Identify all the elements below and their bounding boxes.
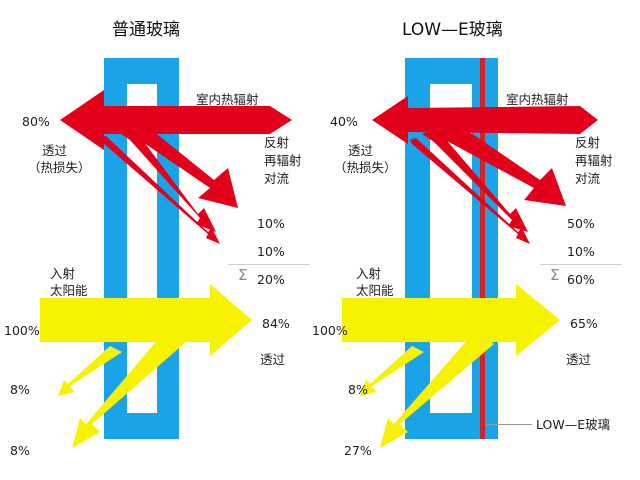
low-e-convection-arrow — [410, 138, 530, 244]
ordinary-sum-value: 20% — [257, 272, 285, 287]
ordinary-solar-reflect-arrow-1 — [58, 346, 122, 396]
low-e-solar-transmit-value: 65% — [570, 316, 598, 331]
low-e-solar-in-value: 100% — [312, 323, 348, 338]
ordinary-sum-symbol: Σ — [238, 266, 248, 284]
ordinary-solar-reflect-arrow-2 — [72, 330, 186, 448]
ordinary-solar-reflect-value-1: 8% — [10, 382, 30, 397]
ordinary-heat-transmit-arrow — [60, 90, 292, 150]
low-e-reradiate-value: 10% — [567, 244, 595, 259]
low-e-reflect-arrow — [414, 112, 566, 206]
ordinary-reflect-arrow — [110, 114, 238, 208]
ordinary-sum-divider — [228, 264, 310, 265]
ordinary-solar-reflect-value-2: 8% — [10, 443, 30, 458]
low-e-coating-label: LOW—E玻璃 — [536, 417, 611, 432]
low-e-sum-divider — [540, 264, 622, 265]
low-e-reflect-value: 50% — [567, 216, 595, 231]
low-e-glass-title: LOW—E玻璃 — [402, 20, 503, 40]
low-e-solar-reflect-value-2: 27% — [344, 443, 372, 458]
low-e-sum-value: 60% — [567, 272, 595, 287]
low-e-reradiate-label: 再辐射 — [575, 153, 613, 168]
ordinary-solar-label-1: 入射 — [50, 266, 76, 281]
low-e-heat-loss-label: （热损失） — [334, 160, 397, 175]
ordinary-heat-loss-label: （热损失） — [28, 160, 91, 175]
low-e-reflect-label: 反射 — [575, 135, 601, 150]
low-e-solar-reflect-arrow-2 — [380, 330, 494, 448]
low-e-indoor-radiation-label: 室内热辐射 — [506, 92, 569, 107]
ordinary-solar-transmit-value: 84% — [262, 316, 290, 331]
ordinary-heat-transmit-value: 80% — [22, 114, 50, 129]
low-e-solar-reflect-value-1: 8% — [348, 382, 368, 397]
ordinary-reflect-label: 反射 — [264, 135, 290, 150]
ordinary-reradiate-value: 10% — [257, 244, 285, 259]
ordinary-glass-panel — [40, 58, 292, 448]
low-e-transmit-label: 透过 — [566, 352, 592, 367]
low-e-solar-main-arrow — [342, 284, 560, 356]
ordinary-transmit-loss-label: 透过 — [42, 143, 68, 158]
ordinary-transmit-label: 透过 — [260, 352, 286, 367]
low-e-solar-arrows — [342, 284, 560, 448]
low-e-solar-label-2: 太阳能 — [356, 283, 394, 298]
ordinary-convection-label: 对流 — [264, 171, 290, 186]
low-e-convection-label: 对流 — [575, 171, 601, 186]
low-e-coating-line — [480, 58, 485, 439]
low-e-heat-transmit-value: 40% — [330, 114, 358, 129]
low-e-solar-reflect-arrow-1 — [360, 346, 424, 396]
ordinary-solar-arrows — [40, 284, 252, 448]
ordinary-heat-arrows — [60, 90, 292, 244]
ordinary-glass-title: 普通玻璃 — [112, 20, 180, 40]
low-e-coating-leader-line — [486, 424, 532, 425]
low-e-glass-panel — [342, 58, 598, 448]
ordinary-solar-in-value: 100% — [4, 323, 40, 338]
ordinary-reradiate-arrow — [118, 126, 216, 232]
ordinary-solar-main-arrow — [40, 284, 252, 356]
low-e-transmit-loss-label: 透过 — [348, 143, 374, 158]
low-e-reradiate-arrow — [422, 128, 528, 232]
low-e-solar-label-1: 入射 — [356, 266, 382, 281]
ordinary-reflect-value: 10% — [257, 216, 285, 231]
ordinary-solar-label-2: 太阳能 — [50, 283, 88, 298]
low-e-heat-arrows — [372, 96, 598, 244]
ordinary-reradiate-label: 再辐射 — [264, 153, 302, 168]
low-e-sum-symbol: Σ — [550, 266, 560, 284]
ordinary-indoor-radiation-label: 室内热辐射 — [196, 92, 259, 107]
ordinary-convection-arrow — [100, 136, 220, 244]
